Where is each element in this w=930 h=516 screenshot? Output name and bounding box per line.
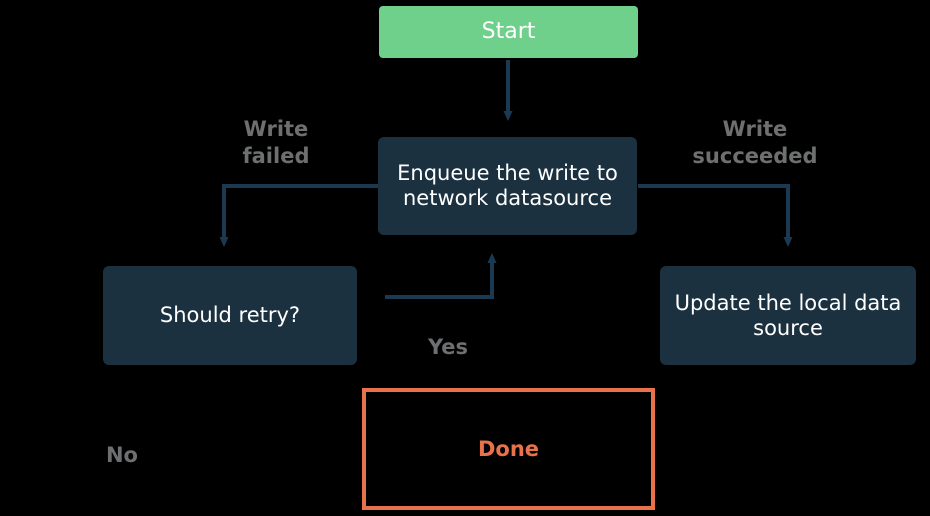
edge-enqueue-to-update-local bbox=[638, 184, 793, 247]
node-start-label: Start bbox=[481, 19, 536, 45]
node-enqueue-write[interactable]: Enqueue the write to network datasource bbox=[378, 137, 637, 235]
edge-enqueue-to-should-retry bbox=[219, 184, 378, 247]
edge-label-write-succeeded: Write succeeded bbox=[692, 117, 818, 169]
edge-should-retry-yes-to-enqueue bbox=[385, 253, 497, 299]
node-should-retry[interactable]: Should retry? bbox=[103, 266, 357, 365]
node-should-retry-label: Should retry? bbox=[159, 303, 301, 328]
node-enqueue-write-label: Enqueue the write to network datasource bbox=[397, 161, 618, 210]
node-update-local-data-source-label: Update the local data source bbox=[674, 290, 902, 340]
edge-label-write-failed: Write failed bbox=[242, 117, 310, 169]
edge-label-yes: Yes bbox=[427, 335, 469, 359]
node-start[interactable]: Start bbox=[379, 6, 638, 58]
node-done-label: Done bbox=[477, 436, 540, 461]
node-update-local-data-source[interactable]: Update the local data source bbox=[660, 266, 916, 365]
node-done[interactable]: Done bbox=[362, 388, 655, 510]
edge-label-no: No bbox=[105, 443, 138, 467]
